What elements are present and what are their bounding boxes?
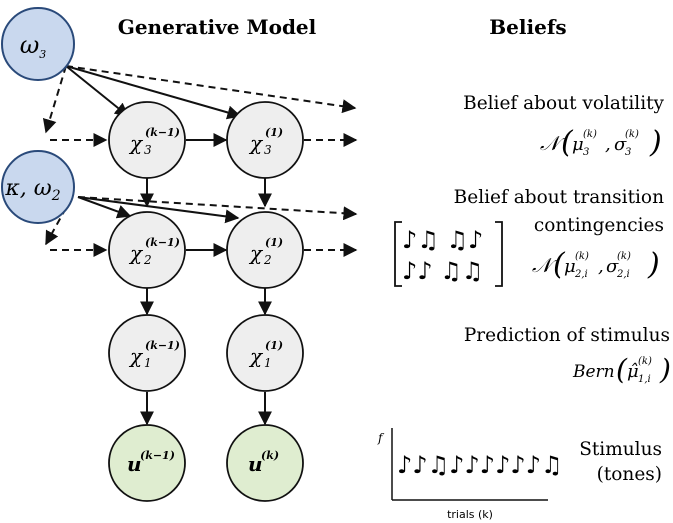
belief-volatility-title: Belief about volatility: [463, 93, 664, 114]
svg-text:1: 1: [264, 356, 272, 370]
svg-text:(k): (k): [625, 129, 639, 140]
edge-omega3-x3prev: [65, 65, 130, 117]
svg-text:(1): (1): [265, 236, 283, 249]
svg-text:(k): (k): [261, 449, 279, 462]
svg-text:(: (: [616, 353, 628, 386]
svg-text:(: (: [553, 247, 566, 282]
belief-volatility-formula: 𝒩 ( μ (k) 3 , σ (k) 3 ): [540, 125, 662, 160]
belief-transition-title-line2: contingencies: [534, 215, 664, 236]
svg-text:(k−1): (k−1): [145, 126, 180, 139]
node-x2-cur: χ (1) 2: [226, 211, 304, 289]
svg-text:(k): (k): [617, 251, 631, 262]
svg-text:2,i: 2,i: [616, 269, 630, 280]
svg-text:3: 3: [625, 147, 631, 158]
svg-text:3: 3: [144, 143, 152, 157]
svg-text:μ: μ: [572, 134, 584, 155]
svg-text:χ: χ: [248, 131, 264, 155]
node-u-prev: u (k−1): [108, 424, 186, 502]
svg-text:,: ,: [598, 256, 604, 277]
generative-model-heading: Generative Model: [118, 15, 317, 39]
svg-text:1: 1: [144, 356, 152, 370]
svg-text:μ: μ: [564, 256, 576, 277]
edge-kappa-x2cur: [77, 196, 240, 224]
belief-transition-formula: 𝒩 ( μ (k) 2,i , σ (k) 2,i ): [532, 247, 660, 282]
svg-text:(1): (1): [265, 126, 283, 139]
edges: [42, 65, 358, 426]
svg-text:χ: χ: [128, 241, 144, 265]
svg-text:(k): (k): [638, 356, 652, 367]
svg-text:2: 2: [143, 253, 152, 267]
svg-text:(k−1): (k−1): [145, 339, 180, 352]
svg-text:μ̂: μ̂: [627, 361, 639, 382]
svg-text:u: u: [127, 452, 142, 476]
svg-text:): ): [647, 247, 660, 282]
svg-text:(k): (k): [575, 251, 589, 262]
svg-text:1,i: 1,i: [638, 374, 651, 385]
node-x3-cur: χ (1) 3: [226, 101, 304, 179]
svg-text:(k−1): (k−1): [145, 236, 180, 249]
svg-text:): ): [649, 125, 662, 160]
edge-kappa-future: [77, 196, 358, 221]
stimulus-notes: ♪♪♫♪♪♪♪♪♪♫: [397, 451, 563, 479]
transition-matrix: ♪♫ ♫♪ ♪♪ ♫♫: [394, 221, 503, 287]
matrix-row-2: ♪♪ ♫♫: [402, 257, 483, 285]
svg-text:3: 3: [264, 143, 272, 157]
belief-stimulus-title-line2: (tones): [597, 464, 662, 485]
svg-text:ω3: ω3: [20, 31, 47, 61]
svg-text:Bern: Bern: [572, 362, 615, 382]
node-kappa-omega2: κ, ω2: [1, 150, 75, 224]
node-x1-cur: χ (1) 1: [226, 314, 304, 392]
svg-text:u: u: [248, 452, 263, 476]
svg-text:(1): (1): [265, 339, 283, 352]
node-omega3: ω3: [1, 7, 75, 81]
svg-text:(k): (k): [583, 129, 597, 140]
svg-text:,: ,: [605, 134, 611, 155]
stimulus-plot: f trials (k) ♪♪♫♪♪♪♪♪♪♫: [377, 428, 563, 521]
belief-transition-title-line1: Belief about transition: [454, 187, 664, 208]
svg-text:2,i: 2,i: [574, 269, 588, 280]
svg-text:): ): [659, 353, 671, 386]
node-x1-prev: χ (k−1) 1: [108, 314, 186, 392]
edge-omega3-future: [65, 65, 357, 114]
svg-text:σ: σ: [606, 256, 619, 277]
beliefs-heading: Beliefs: [489, 15, 566, 39]
svg-text:χ: χ: [128, 131, 144, 155]
svg-text:χ: χ: [248, 344, 264, 368]
svg-text:σ: σ: [614, 134, 627, 155]
svg-text:(: (: [561, 125, 574, 160]
edge-kappa-x2prev: [77, 196, 132, 219]
svg-text:χ: χ: [128, 344, 144, 368]
edge-omega3-x3cur: [65, 65, 242, 120]
stimulus-y-label: f: [377, 431, 385, 445]
stimulus-x-label: trials (k): [447, 508, 493, 521]
svg-text:2: 2: [263, 253, 272, 267]
node-x2-prev: χ (k−1) 2: [108, 211, 186, 289]
svg-text:χ: χ: [248, 241, 264, 265]
node-x3-prev: χ (k−1) 3: [108, 101, 186, 179]
belief-prediction-formula: Bern ( μ̂ (k) 1,i ): [572, 353, 671, 386]
belief-prediction-title: Prediction of stimulus: [464, 325, 670, 346]
svg-text:3: 3: [583, 147, 589, 158]
matrix-row-1: ♪♫ ♫♪: [402, 226, 483, 254]
belief-stimulus-title-line1: Stimulus: [579, 439, 662, 460]
svg-text:(k−1): (k−1): [140, 449, 175, 462]
node-u-cur: u (k): [226, 424, 304, 502]
svg-text:κ, ω2: κ, ω2: [4, 176, 60, 204]
